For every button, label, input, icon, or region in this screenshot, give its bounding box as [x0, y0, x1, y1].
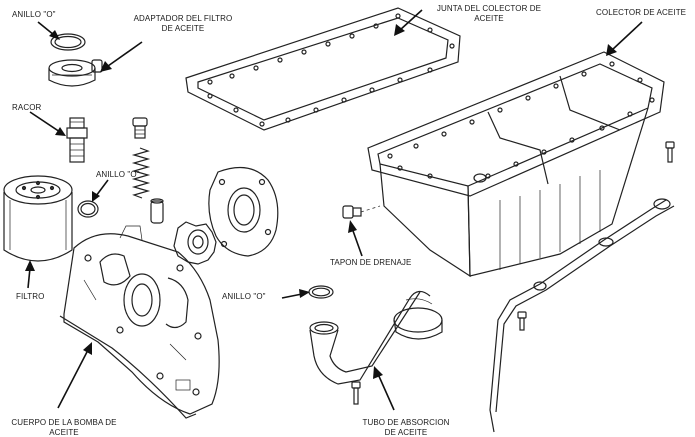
label-adaptador-line2: DE ACEITE — [161, 24, 205, 33]
oil-pickup-tube — [309, 290, 443, 385]
oil-pump-body — [59, 225, 220, 419]
label-racor: RACOR — [12, 103, 42, 112]
label-colector-aceite: COLECTOR DE ACEITE — [596, 8, 687, 17]
arrow-tubo — [373, 366, 395, 411]
arrow-adaptador — [100, 41, 143, 72]
label-junta-line1: JUNTA DEL COLECTOR DE — [436, 4, 542, 13]
pump-inner-rotor — [173, 221, 217, 265]
label-anillo-o-low: ANILLO "O" — [222, 292, 266, 301]
relief-plug — [132, 117, 148, 139]
gasket-holes — [207, 13, 455, 127]
o-ring-mid — [77, 200, 99, 218]
arrow-cuerpo — [57, 342, 92, 409]
pickup-bolt — [351, 381, 361, 405]
dipstick-tube — [489, 198, 675, 433]
label-anillo-o-mid: ANILLO "O" — [96, 170, 140, 179]
arrow-filtro — [25, 260, 35, 289]
oil-filter-adapter — [48, 59, 103, 87]
label-adaptador-line1: ADAPTADOR DEL FILTRO — [133, 14, 233, 23]
label-cuerpo-line2: ACEITE — [49, 428, 79, 437]
pump-cover-plate — [208, 166, 279, 257]
arrow-anillo-mid — [92, 179, 109, 202]
fitting-racor — [66, 117, 88, 163]
arrow-anillo-top — [37, 21, 60, 40]
label-tubo-line1: TUBO DE ABSORCION — [362, 418, 450, 427]
label-tubo-absorcion: TUBO DE ABSORCION DE ACEITE — [354, 418, 458, 437]
o-ring-low — [308, 285, 334, 299]
dipstick-bolt — [517, 311, 527, 331]
label-filtro: FILTRO — [16, 292, 45, 301]
oil-filter — [3, 175, 73, 262]
label-cuerpo-bomba: CUERPO DE LA BOMBA DE ACEITE — [4, 418, 124, 437]
oil-pan-gasket — [185, 7, 461, 131]
label-tubo-line2: DE ACEITE — [384, 428, 428, 437]
label-cuerpo-line1: CUERPO DE LA BOMBA DE — [11, 418, 117, 427]
drain-plug — [342, 205, 381, 219]
pan-bolt-right — [665, 141, 675, 163]
label-tapon-drenaje: TAPON DE DRENAJE — [330, 258, 412, 267]
arrow-anillo-low — [281, 289, 310, 299]
relief-spring — [131, 147, 151, 199]
label-junta-line2: ACEITE — [474, 14, 504, 23]
o-ring-top — [50, 33, 86, 51]
label-adaptador-filtro: ADAPTADOR DEL FILTRO DE ACEITE — [118, 14, 248, 34]
oil-pan — [367, 51, 665, 278]
label-anillo-o-top: ANILLO "O" — [12, 10, 56, 19]
arrow-tapon — [348, 220, 363, 257]
arrow-junta — [394, 9, 423, 36]
relief-plunger — [150, 198, 164, 224]
label-junta-colector: JUNTA DEL COLECTOR DE ACEITE — [420, 4, 558, 24]
arrow-racor — [29, 111, 66, 136]
arrow-colector — [606, 21, 643, 56]
